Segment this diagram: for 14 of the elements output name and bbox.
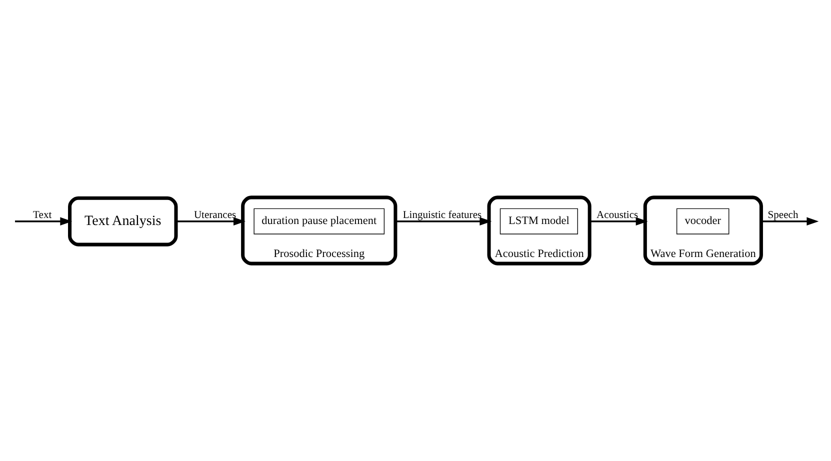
edge-label: Acoustics	[596, 210, 638, 221]
node-box: Text Analysis	[68, 196, 178, 246]
node-box: duration pause placement	[254, 208, 385, 234]
edge-label: Uterances	[194, 210, 236, 221]
edge-label: Speech	[768, 210, 798, 221]
arrow	[15, 217, 72, 226]
arrow	[176, 217, 246, 226]
node-box: vocoder	[676, 208, 730, 234]
edge-label: Text	[33, 210, 52, 221]
arrow	[761, 217, 819, 226]
edge-label: Linguistic features	[402, 210, 482, 221]
node-box: LSTM model	[500, 208, 578, 234]
arrow	[395, 217, 492, 226]
arrow	[590, 217, 648, 226]
